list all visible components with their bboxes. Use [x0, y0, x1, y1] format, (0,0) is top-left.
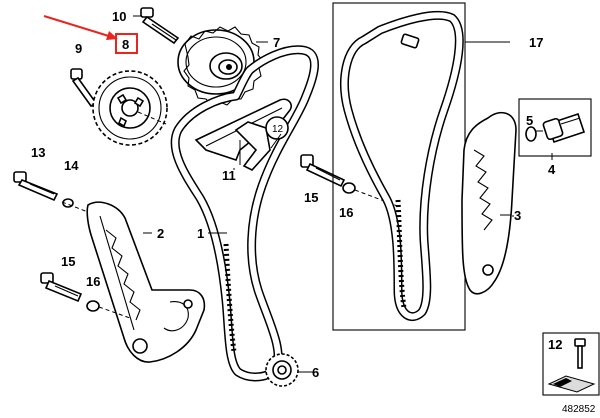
callout-16-left: 16 — [86, 274, 100, 289]
callout-6: 6 — [312, 365, 319, 380]
pin-15-left — [40, 272, 83, 303]
washer-16-middle — [342, 182, 401, 208]
legend-box — [542, 332, 600, 396]
guide-rail-3 — [461, 111, 517, 295]
callout-11: 11 — [222, 168, 236, 183]
callout-2: 2 — [157, 226, 164, 241]
highlight-box — [115, 33, 138, 54]
bolt-10 — [140, 7, 180, 45]
callout-12-circled: 12 — [272, 124, 284, 135]
callout-14: 14 — [64, 158, 79, 173]
vanos-unit-7 — [177, 26, 264, 106]
pin-13 — [13, 171, 59, 202]
callout-7: 7 — [273, 35, 280, 50]
callout-17: 17 — [529, 35, 543, 50]
callout-3: 3 — [514, 208, 521, 223]
highlight-arrow — [43, 15, 118, 40]
callout-15-left: 15 — [61, 254, 75, 269]
callout-16-middle: 16 — [339, 205, 353, 220]
callout-4: 4 — [548, 162, 556, 177]
callout-15-middle: 15 — [304, 190, 318, 205]
reference-number: 482852 — [562, 404, 596, 415]
pin-15-middle — [300, 154, 346, 188]
bolt-9 — [70, 68, 98, 108]
callout-8: 8 — [122, 37, 129, 52]
callout-1: 1 — [197, 226, 204, 241]
callout-10: 10 — [112, 9, 126, 24]
crank-sprocket-6 — [265, 353, 318, 387]
chain-tensioner-4 — [518, 98, 592, 157]
leader-lines — [133, 15, 553, 234]
callout-13: 13 — [31, 145, 45, 160]
sprocket-8 — [92, 70, 168, 146]
timing-chain-1 — [170, 45, 319, 382]
callout-5: 5 — [526, 113, 533, 128]
washer-16-left — [86, 300, 131, 319]
callout-labels: 10 7 8 9 12 11 13 14 2 1 15 16 15 16 6 1… — [31, 9, 596, 415]
tensioning-rail-2 — [86, 201, 206, 363]
washer-14 — [61, 198, 89, 213]
legend-callout-12: 12 — [548, 337, 562, 352]
o-ring-5 — [525, 126, 537, 142]
callout-9: 9 — [75, 41, 82, 56]
guide-rail-11 — [194, 98, 293, 171]
